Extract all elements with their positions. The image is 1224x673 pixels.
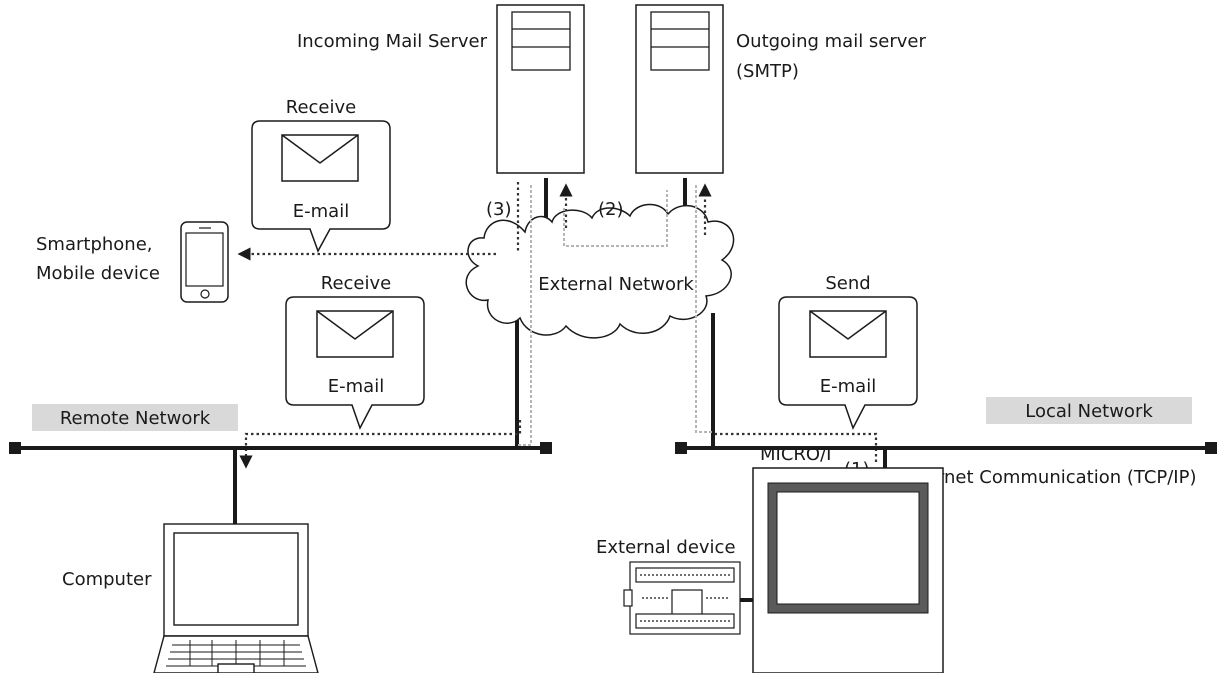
outgoing-mail-server [635, 4, 724, 174]
remote-network-label-bg [32, 404, 238, 431]
envelope-icon [281, 134, 359, 182]
receive-text-phone: E-mail [293, 201, 349, 222]
gray-transfer-paths [517, 185, 713, 446]
incoming-mail-server [496, 4, 585, 174]
micro-i-label: MICRO/I [760, 444, 831, 465]
ethernet-label: Ethernet Communication (TCP/IP) [896, 467, 1197, 488]
send-bubble-local [778, 296, 918, 430]
envelope-icon [809, 310, 887, 358]
receive-title-phone: Receive [286, 97, 356, 118]
cloud-label: External Network [538, 274, 694, 295]
send-text-local: E-mail [820, 376, 876, 397]
remote-network-bus [9, 442, 552, 524]
smartphone-icon [180, 221, 229, 303]
receive-text-remote: E-mail [328, 376, 384, 397]
dotted-transfer-paths [237, 182, 878, 469]
computer-label: Computer [62, 569, 152, 590]
external-device-icon [623, 561, 741, 635]
smartphone-label-line1: Smartphone, [36, 234, 153, 255]
micro-i-device [752, 467, 944, 673]
step-2-label: (2) [598, 199, 624, 220]
local-network-label-bg [986, 397, 1192, 424]
receive-bubble-phone [251, 120, 391, 253]
receive-bubble-remote [285, 296, 425, 430]
receive-title-remote: Receive [321, 273, 391, 294]
send-title-local: Send [825, 273, 870, 294]
remote-network-label: Remote Network [60, 408, 211, 429]
incoming-server-label: Incoming Mail Server [297, 31, 488, 52]
local-network-bus [675, 442, 1217, 468]
local-network-label: Local Network [1025, 401, 1153, 422]
external-network-cloud [465, 203, 735, 339]
laptop-icon [153, 523, 319, 673]
step-3-label: (3) [486, 199, 512, 220]
outgoing-server-label-line2: (SMTP) [736, 61, 799, 82]
external-device-label: External device [596, 537, 736, 558]
envelope-icon [316, 310, 394, 358]
outgoing-server-label-line1: Outgoing mail server [736, 31, 926, 52]
smartphone-label-line2: Mobile device [36, 263, 160, 284]
